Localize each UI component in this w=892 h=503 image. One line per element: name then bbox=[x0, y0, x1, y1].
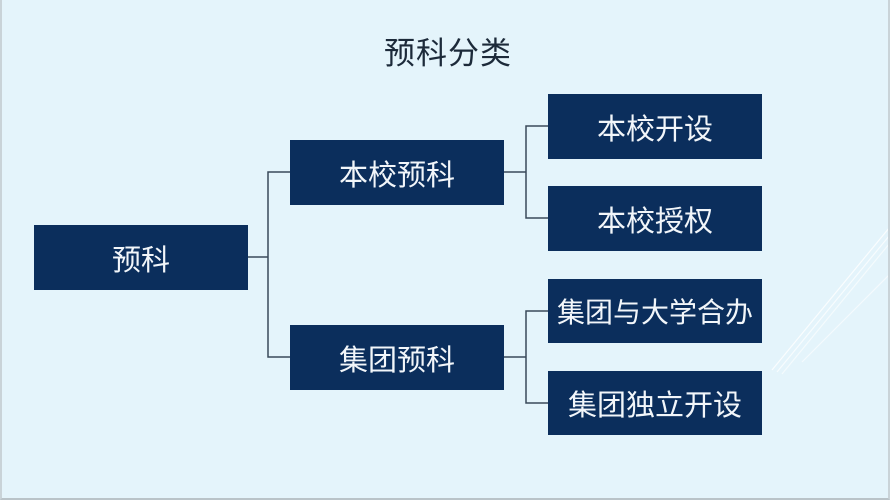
connector-branch-2-children bbox=[525, 310, 548, 404]
node-school-preparatory: 本校预科 bbox=[290, 140, 504, 205]
diagram-title: 预科分类 bbox=[384, 36, 512, 72]
node-group-preparatory: 集团预科 bbox=[290, 325, 504, 390]
node-school-authorized: 本校授权 bbox=[548, 186, 762, 251]
node-group-independent: 集团独立开设 bbox=[548, 371, 762, 435]
node-group-university-joint: 集团与大学合办 bbox=[548, 279, 762, 343]
connector-root-branch bbox=[267, 171, 290, 358]
node-school-offered: 本校开设 bbox=[548, 94, 762, 159]
connector-branch-1-children bbox=[525, 125, 548, 219]
node-root: 预科 bbox=[34, 225, 248, 290]
